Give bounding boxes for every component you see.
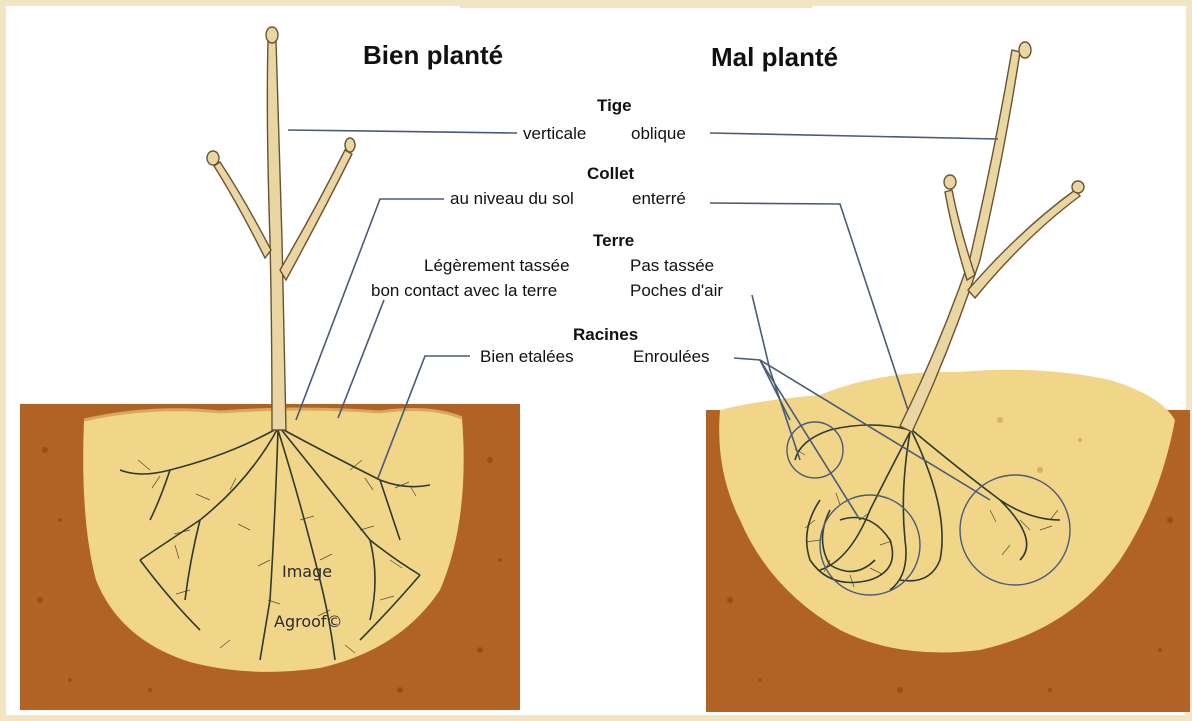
collet-title: Collet bbox=[587, 164, 634, 184]
good-stem bbox=[207, 27, 355, 430]
terre-title: Terre bbox=[593, 231, 634, 251]
leader-line bbox=[338, 300, 384, 418]
top-tab bbox=[460, 0, 812, 8]
watermark-line1: Image bbox=[282, 562, 332, 581]
terre-bad-line2: Poches d'air bbox=[630, 281, 723, 301]
watermark-line2: Agroof© bbox=[274, 612, 343, 631]
tige-good-label: verticale bbox=[523, 124, 586, 144]
collet-good-label: au niveau du sol bbox=[450, 189, 574, 209]
leader-line bbox=[288, 130, 517, 133]
tige-title: Tige bbox=[597, 96, 632, 116]
bad-soil-block bbox=[706, 370, 1190, 712]
tige-bad-label: oblique bbox=[631, 124, 686, 144]
bad-heading: Mal planté bbox=[711, 42, 838, 73]
racines-good-label: Bien etalées bbox=[480, 347, 574, 367]
collet-bad-label: enterré bbox=[632, 189, 686, 209]
leader-line bbox=[296, 199, 444, 420]
racines-title: Racines bbox=[573, 325, 638, 345]
terre-bad-line1: Pas tassée bbox=[630, 256, 714, 276]
racines-bad-label: Enroulées bbox=[633, 347, 710, 367]
terre-good-line1: Légèrement tassée bbox=[424, 256, 570, 276]
leader-line bbox=[710, 133, 998, 139]
terre-good-line2: bon contact avec la terre bbox=[371, 281, 557, 301]
good-soil-block bbox=[20, 404, 520, 710]
good-heading: Bien planté bbox=[363, 40, 503, 71]
